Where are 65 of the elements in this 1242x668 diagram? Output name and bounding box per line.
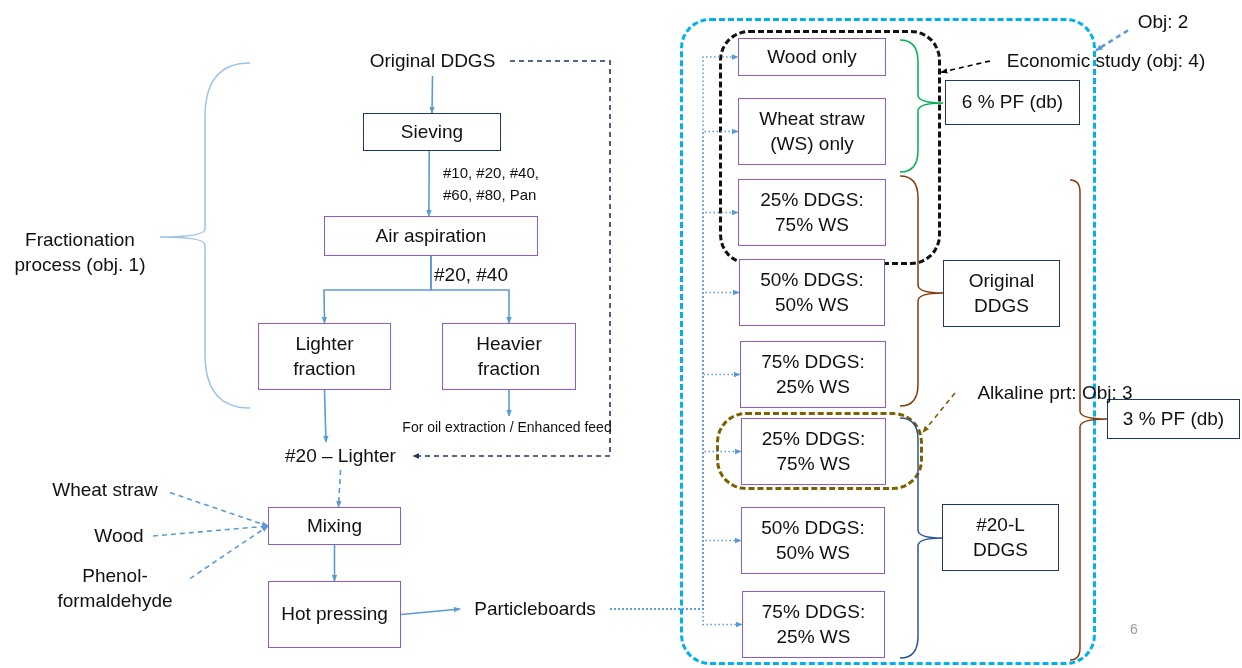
- process-box: [324, 216, 538, 256]
- arrow: [922, 392, 956, 434]
- arrow: [430, 255, 512, 324]
- process-box: [738, 179, 886, 246]
- box-label: Mixing: [307, 513, 362, 538]
- box-label: 50% DDGS: 50% WS: [759, 267, 865, 317]
- label-text: For oil extraction / Enhanced feed: [402, 417, 612, 437]
- box-label: 75% DDGS: 25% WS: [760, 349, 866, 399]
- arrow: [189, 525, 269, 580]
- box-label: 6 % PF (db): [961, 90, 1064, 115]
- arrow: [400, 606, 461, 616]
- box-label: Lighter fraction: [292, 331, 357, 381]
- box-label: 3 % PF (db): [1122, 406, 1225, 431]
- arrow: [331, 544, 338, 582]
- box-label: 25% DDGS: 75% WS: [760, 426, 867, 476]
- box-label: Wood only: [767, 44, 857, 69]
- process-box: [942, 504, 1059, 571]
- label-text: Alkaline prt: Obj: 3: [977, 380, 1133, 405]
- box-label: 75% DDGS: 25% WS: [760, 599, 867, 649]
- arrow: [609, 608, 743, 628]
- arrow: [1095, 29, 1129, 52]
- label-text: Original DDGS: [369, 48, 496, 73]
- process-box: [363, 113, 501, 151]
- arrow: [506, 389, 512, 417]
- process-box: [738, 38, 886, 76]
- label-text: Wood: [94, 523, 144, 548]
- label-text: #20 – Lighter: [285, 443, 396, 468]
- label-text: Economic study (obj: 4): [1006, 48, 1206, 73]
- box-label: #20-L DDGS: [972, 512, 1029, 562]
- process-box: [268, 507, 401, 545]
- label-text: Particleboards: [474, 596, 596, 621]
- arrow: [412, 60, 611, 459]
- process-box: [741, 418, 886, 485]
- process-box: [945, 80, 1080, 125]
- arrow: [426, 150, 432, 217]
- label-text: Wheat straw: [52, 477, 158, 502]
- process-box: [258, 323, 391, 390]
- process-box: [442, 323, 576, 390]
- process-box: [738, 98, 886, 165]
- arrow: [169, 491, 269, 527]
- arrow: [940, 60, 991, 74]
- box-label: Original DDGS: [967, 268, 1036, 318]
- arrow: [323, 389, 329, 443]
- box-label: Air aspiration: [375, 223, 487, 248]
- process-box: [740, 341, 886, 408]
- label-text: Obj: 2: [1137, 9, 1189, 34]
- process-box: [739, 259, 885, 326]
- process-box: [268, 581, 401, 648]
- label-text: Phenol-formaldehyde: [56, 564, 174, 613]
- box-label: 25% DDGS: 75% WS: [759, 187, 865, 237]
- dashed-group-outline: [719, 30, 941, 265]
- process-box: [742, 591, 885, 658]
- arrow: [429, 75, 435, 114]
- process-box: [741, 507, 885, 574]
- box-label: Sieving: [400, 119, 464, 144]
- box-label: Heavier fraction: [475, 331, 543, 381]
- box-label: Wheat straw (WS) only: [758, 106, 866, 156]
- dashed-group-outline: [716, 412, 923, 490]
- page-number: 6: [1129, 620, 1139, 639]
- arrow: [152, 523, 269, 537]
- process-box: [943, 260, 1060, 327]
- box-label: 50% DDGS: 50% WS: [760, 515, 866, 565]
- box-label: Hot pressing: [281, 602, 388, 627]
- arrow: [336, 469, 342, 508]
- bracket-label: Fractionation process (obj. 1): [13, 228, 147, 277]
